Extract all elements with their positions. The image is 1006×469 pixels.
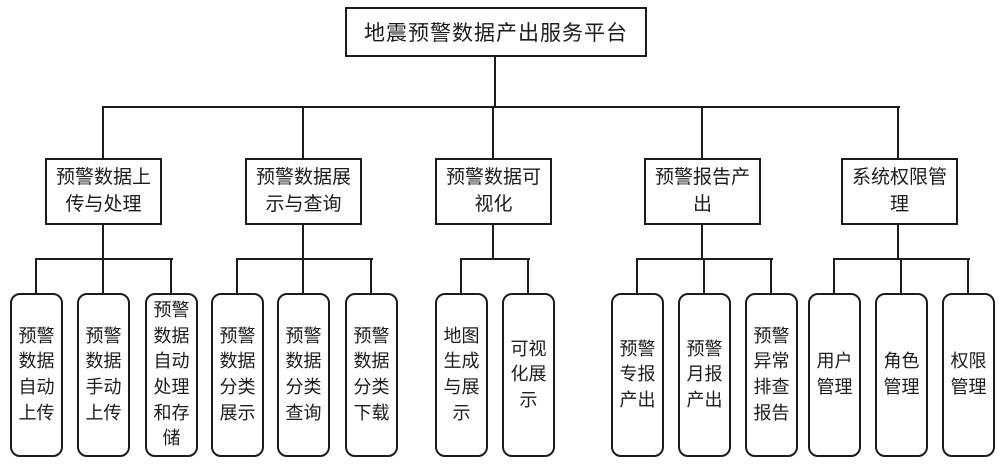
leaf-node-auto-process-store: 预警数据自动处理和存储	[145, 293, 198, 457]
connector-leaf-drop-4-3	[770, 258, 772, 293]
connector-leafbus-drop-3	[492, 225, 494, 260]
connector-leaf-drop-3-1	[460, 258, 462, 293]
branch-node-upload-processing: 预警数据上传与处理	[45, 158, 162, 225]
connector-leaf-drop-1-1	[35, 258, 37, 293]
connector-leaf-drop-4-2	[703, 258, 705, 293]
connector-branch-drop-2	[302, 106, 304, 158]
leaf-node-user-mgmt: 用户管理	[808, 293, 861, 457]
leaf-node-monthly-report: 预警月报产出	[678, 293, 731, 457]
connector-root-drop	[494, 57, 496, 107]
connector-leafbus-drop-5	[897, 225, 899, 260]
leaf-node-special-report: 预警专报产出	[611, 293, 664, 457]
leaf-node-map-generation: 地图生成与展示	[435, 293, 488, 457]
connector-leaf-drop-3-2	[527, 258, 529, 293]
connector-branch-drop-4	[701, 106, 703, 158]
leaf-node-visual-display: 可视化展示	[502, 293, 555, 457]
leaf-node-auto-upload: 预警数据自动上传	[10, 293, 63, 457]
leaf-node-role-mgmt: 角色管理	[875, 293, 928, 457]
leaf-node-classified-query: 预警数据分类查询	[277, 293, 330, 457]
connector-leafbus-drop-2	[302, 225, 304, 260]
connector-branch-drop-1	[102, 106, 104, 158]
connector-leaf-drop-5-2	[900, 258, 902, 293]
connector-leaf-drop-4-1	[636, 258, 638, 293]
connector-leaf-bus-1	[35, 258, 173, 260]
connector-leafbus-drop-1	[102, 225, 104, 260]
leaf-node-classified-download: 预警数据分类下载	[345, 293, 398, 457]
leaf-node-anomaly-report: 预警异常排查报告	[745, 293, 798, 457]
branch-node-report-output: 预警报告产出	[644, 158, 761, 225]
branch-node-display-query: 预警数据展示与查询	[245, 158, 362, 225]
connector-leaf-drop-5-1	[833, 258, 835, 293]
connector-main-bus	[102, 106, 900, 108]
connector-leaf-drop-1-2	[102, 258, 104, 293]
leaf-node-manual-upload: 预警数据手动上传	[77, 293, 130, 457]
branch-node-permission-mgmt: 系统权限管理	[841, 158, 958, 225]
connector-leaf-drop-5-3	[967, 258, 969, 293]
connector-leaf-drop-2-3	[370, 258, 372, 293]
connector-branch-drop-5	[897, 106, 899, 158]
connector-leaf-bus-3	[460, 258, 530, 260]
connector-leaf-drop-2-1	[236, 258, 238, 293]
connector-leaf-drop-1-3	[170, 258, 172, 293]
connector-branch-drop-3	[492, 106, 494, 158]
leaf-node-classified-display: 预警数据分类展示	[211, 293, 264, 457]
connector-leafbus-drop-4	[701, 225, 703, 260]
connector-leaf-drop-2-2	[302, 258, 304, 293]
leaf-node-permission-mgmt: 权限管理	[942, 293, 995, 457]
root-node: 地震预警数据产出服务平台	[345, 7, 647, 57]
connector-leaf-bus-2	[236, 258, 373, 260]
branch-node-visualization: 预警数据可视化	[435, 158, 552, 225]
